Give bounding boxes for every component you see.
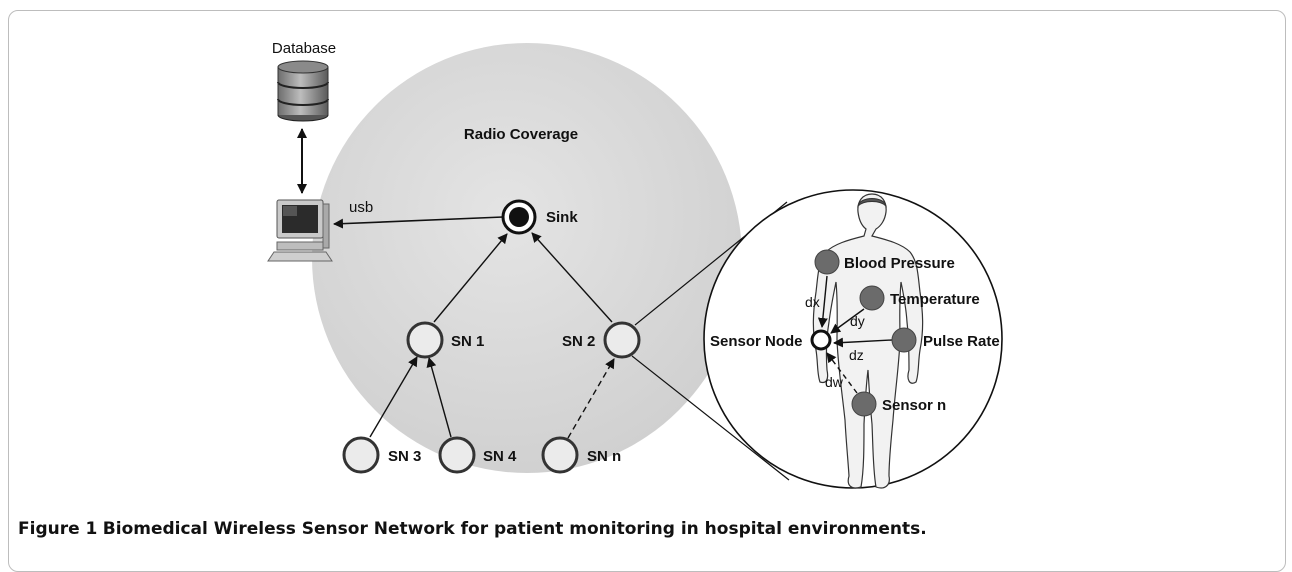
caption-figure-number: Figure 1 <box>18 519 98 539</box>
dy-label: dy <box>850 313 865 329</box>
database-label: Database <box>272 40 336 57</box>
pulse-rate-sensor <box>891 327 917 353</box>
sn1-label: SN 1 <box>451 333 484 350</box>
body-sensor-node <box>810 329 832 351</box>
sink-label: Sink <box>546 209 578 226</box>
sn2-label: SN 2 <box>562 333 595 350</box>
sn2-sink-link <box>531 232 613 323</box>
snn-label: SN n <box>587 448 621 465</box>
database-icon <box>277 60 329 122</box>
sink-node <box>501 199 537 235</box>
dz-label: dz <box>849 347 864 363</box>
sensor-node-label: Sensor Node <box>710 333 803 350</box>
usb-label: usb <box>349 199 373 216</box>
sn3-node <box>342 436 380 474</box>
dw-label: dw <box>825 374 844 390</box>
figure-caption: Figure 1 Biomedical Wireless Sensor Netw… <box>18 519 927 539</box>
pulse-rate-label: Pulse Rate <box>923 333 1000 350</box>
bwsn-diagram: Radio Coverage Database usb Sink SN 1 SN… <box>267 40 1003 489</box>
dx-link <box>817 275 828 328</box>
blood-pressure-label: Blood Pressure <box>844 255 955 272</box>
dx-label: dx <box>805 294 820 310</box>
sn2-node <box>603 321 641 359</box>
blood-pressure-sensor <box>814 249 840 275</box>
dz-link <box>833 337 893 348</box>
temperature-sensor <box>859 285 885 311</box>
caption-text: Biomedical Wireless Sensor Network for p… <box>102 519 927 539</box>
sensor-n-label: Sensor n <box>882 397 946 414</box>
sn1-sink-link <box>433 233 508 323</box>
snn-sn2-link <box>567 358 615 439</box>
sn4-node <box>438 436 476 474</box>
sn1-node <box>406 321 444 359</box>
zoom-line-bottom <box>631 355 790 481</box>
radio-coverage-area <box>312 43 742 473</box>
temperature-label: Temperature <box>890 291 980 308</box>
sn4-sn1-link <box>426 357 452 438</box>
computer-icon <box>267 199 333 262</box>
sn3-sn1-link <box>369 356 418 438</box>
radio-coverage-label: Radio Coverage <box>464 126 578 143</box>
dy-link <box>830 308 865 334</box>
usb-link <box>333 216 504 229</box>
sn3-label: SN 3 <box>388 448 421 465</box>
sn4-label: SN 4 <box>483 448 517 465</box>
sensor-n <box>851 391 877 417</box>
snn-node <box>541 436 579 474</box>
